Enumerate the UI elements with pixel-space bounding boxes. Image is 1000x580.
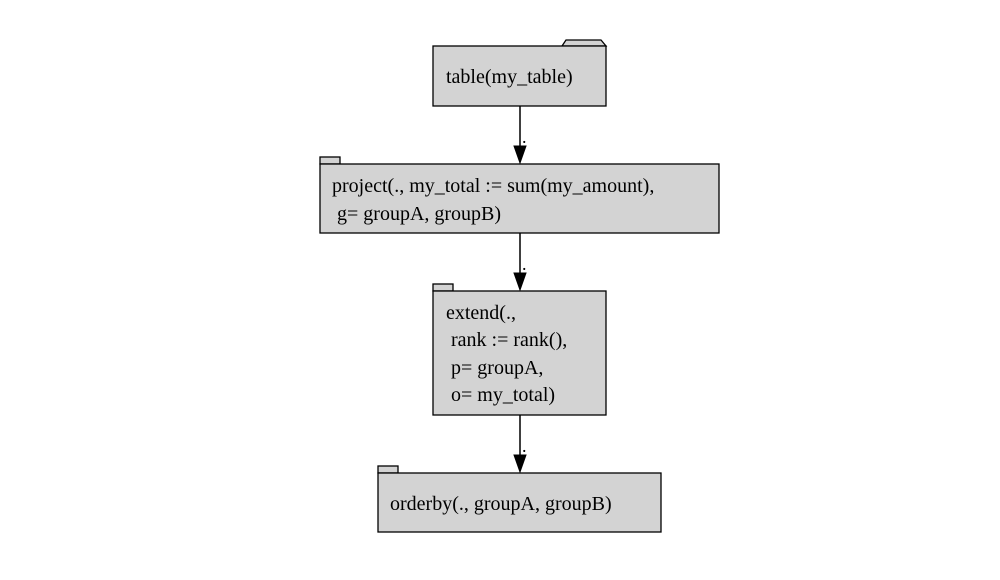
node-label: rank := rank(), <box>446 329 567 351</box>
node-orderby: orderby(., groupA, groupB) <box>377 465 662 533</box>
node-box <box>432 45 607 107</box>
node-label: p= groupA, <box>446 357 543 379</box>
node-box <box>319 163 720 234</box>
node-tab <box>377 465 399 474</box>
node-tab <box>560 39 608 47</box>
node-label: o= my_total) <box>446 384 555 406</box>
node-project: project(., my_total := sum(my_amount), g… <box>319 156 720 234</box>
edge-project-to-extend: . <box>513 233 527 292</box>
node-tab <box>319 156 341 165</box>
edge-label: . <box>522 254 527 274</box>
edge-arrowhead <box>513 454 527 474</box>
node-tab <box>432 283 454 292</box>
node-extend: extend(., rank := rank(), p= groupA, o= … <box>432 283 607 416</box>
node-label: project(., my_total := sum(my_amount), <box>332 175 654 197</box>
node-table: table(my_table) <box>432 39 608 107</box>
node-box <box>432 290 607 416</box>
node-label: table(my_table) <box>446 66 573 88</box>
node-label: g= groupA, groupB) <box>332 203 501 225</box>
node-label: extend(., <box>446 302 516 324</box>
node-box <box>377 472 662 533</box>
edge-extend-to-orderby: . <box>513 415 527 474</box>
edge-arrowhead <box>513 272 527 292</box>
edge-arrowhead <box>513 145 527 165</box>
edge-table-to-project: . <box>513 106 527 165</box>
edge-label: . <box>522 127 527 147</box>
edge-label: . <box>522 436 527 456</box>
node-label: orderby(., groupA, groupB) <box>390 493 612 515</box>
